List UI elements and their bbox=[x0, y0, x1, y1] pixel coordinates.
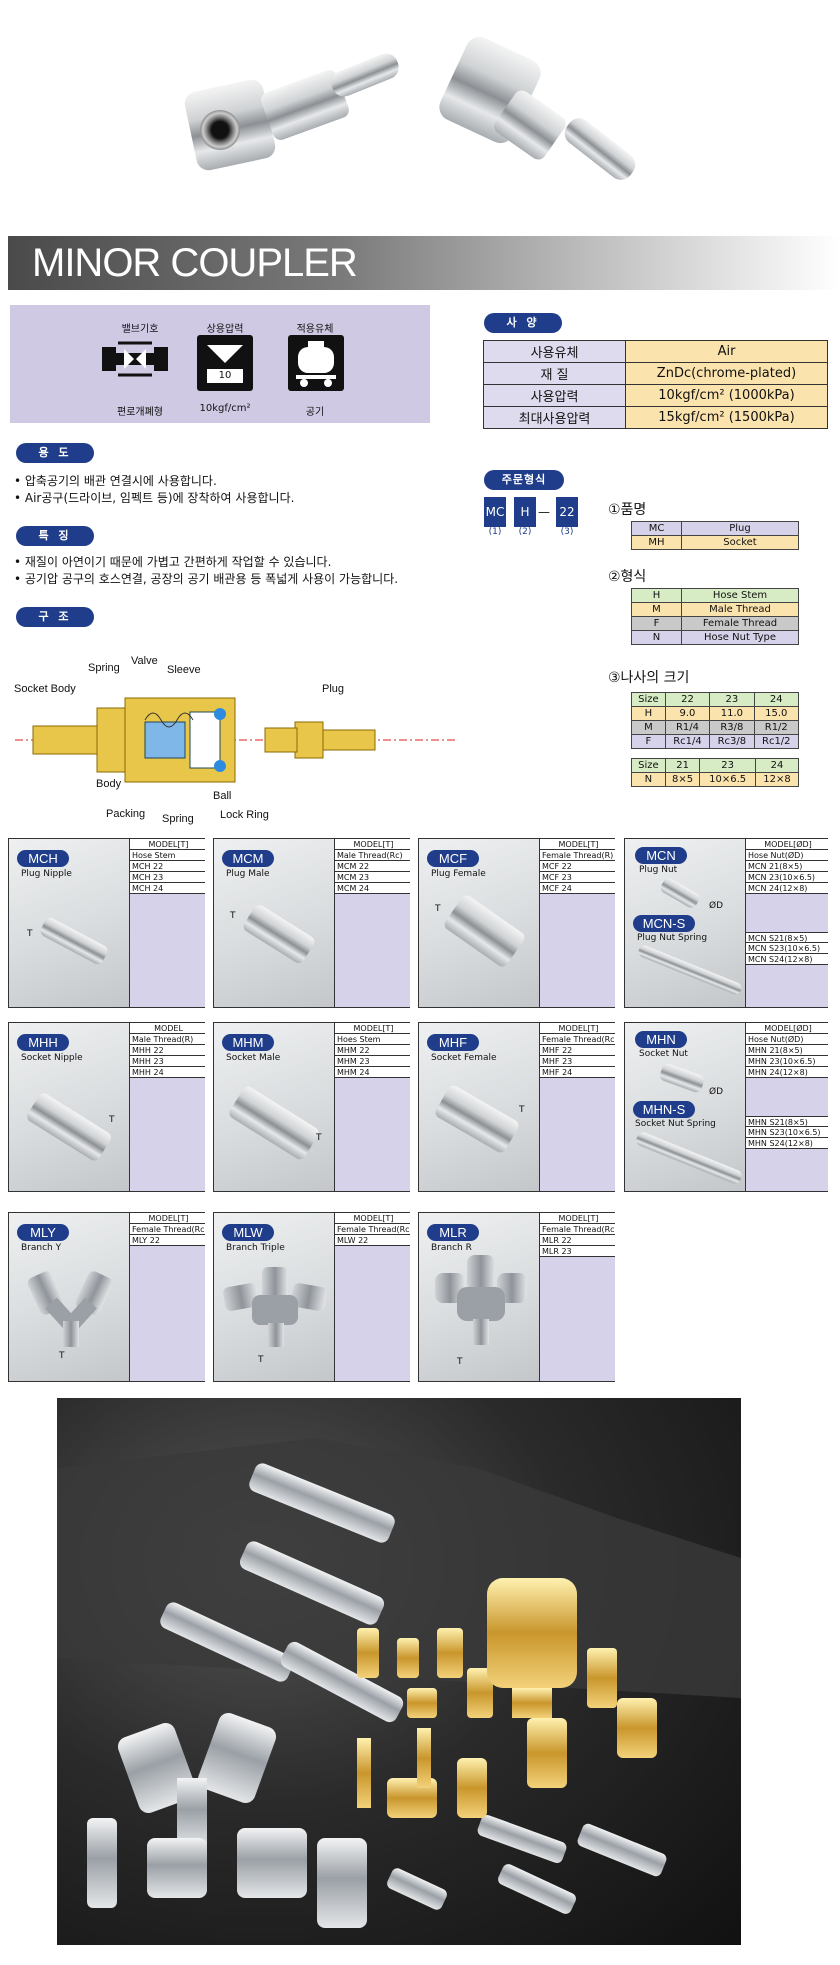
thread-size-title: ③나사의 크기 bbox=[608, 670, 690, 686]
features-heading: 특 징 bbox=[16, 526, 94, 546]
order-box: MC bbox=[484, 497, 506, 527]
shape-title: ②형식 bbox=[608, 569, 647, 585]
order-dash: — bbox=[538, 505, 550, 519]
hose-stem-image bbox=[327, 49, 403, 101]
order-box: 22 bbox=[556, 497, 578, 527]
usage-line: • 압축공기의 배관 연결시에 사용합니다. bbox=[14, 474, 217, 488]
branch-triple-image bbox=[223, 1267, 327, 1347]
feature-line: • 재질이 아연이기 때문에 가볍고 간편하게 작업할 수 있습니다. bbox=[14, 555, 332, 569]
icon-top-label: 적용유체 bbox=[296, 324, 334, 335]
structure-diagram bbox=[15, 650, 455, 830]
coupler-group-brass bbox=[357, 1578, 657, 1818]
product-card-mcn[interactable]: MCN Plug Nut ØD MCN-S Plug Nut Spring MO… bbox=[624, 838, 828, 1008]
usage-heading: 용 도 bbox=[16, 443, 94, 463]
product-card-mcf[interactable]: T MCF Plug Female MODEL[T] Female Thread… bbox=[418, 838, 615, 1008]
icon-top-label: 밸브기호 bbox=[121, 324, 159, 335]
title-banner bbox=[8, 236, 840, 290]
symbol-panel: 밸브기호 편로개폐형 상용압력 10 10kgf/cm² 적용유체 공기 bbox=[10, 305, 430, 423]
order-index: (1) bbox=[488, 527, 502, 537]
label-body: Body bbox=[96, 778, 122, 790]
icon-bottom-label: 10kgf/cm² bbox=[199, 403, 251, 414]
label-valve: Valve bbox=[131, 655, 158, 667]
product-card-mlw[interactable]: T MLW Branch Triple MODEL[T] Female Thre… bbox=[213, 1212, 410, 1382]
product-card-mch[interactable]: T MCH Plug Nipple MODEL[T] Hose Stem MCH… bbox=[8, 838, 205, 1008]
valve-symbol-icon bbox=[100, 335, 170, 383]
socket-mouth-image bbox=[200, 110, 240, 150]
order-index: (2) bbox=[518, 527, 532, 537]
icon-top-label: 상용압력 bbox=[206, 324, 244, 335]
product-card-mhf[interactable]: T MHF Socket Female MODEL[T] Female Thre… bbox=[418, 1022, 615, 1192]
branch-y-image bbox=[27, 1271, 113, 1347]
branch-r-image bbox=[435, 1255, 527, 1345]
air-compressor-icon bbox=[288, 335, 344, 391]
product-card-mhh[interactable]: T MHH Socket Nipple MODEL Male Thread(R)… bbox=[8, 1022, 205, 1192]
usage-line: • Air공구(드라이브, 임펙트 등)에 장착하여 사용합니다. bbox=[14, 491, 295, 505]
feature-line: • 공기압 공구의 호스연결, 공장의 공기 배관용 등 폭넓게 사용이 가능합… bbox=[14, 572, 399, 586]
order-box: H bbox=[514, 497, 536, 527]
label-sleeve: Sleeve bbox=[167, 664, 201, 676]
pressure-gauge-icon: 10 bbox=[197, 335, 253, 391]
hero-product-photo bbox=[0, 0, 840, 230]
label-spring: Spring bbox=[88, 662, 120, 674]
spec-heading: 사 양 bbox=[484, 313, 562, 333]
pressure-value: 10 bbox=[218, 370, 232, 381]
product-card-mly[interactable]: T MLY Branch Y MODEL[T] Female Thread(Rc… bbox=[8, 1212, 205, 1382]
label-ball: Ball bbox=[213, 790, 232, 802]
product-card-mlr[interactable]: T MLR Branch R MODEL[T] Female Thread(Rc… bbox=[418, 1212, 615, 1382]
page-title: MINOR COUPLER bbox=[32, 241, 358, 285]
order-index: (3) bbox=[560, 527, 574, 537]
label-plug: Plug bbox=[322, 683, 345, 695]
product-card-mhm[interactable]: T MHM Socket Male MODEL[T] Hoes Stem MHM… bbox=[213, 1022, 410, 1192]
label-packing: Packing bbox=[106, 808, 146, 820]
product-collection-photo bbox=[57, 1398, 741, 1945]
icon-bottom-label: 공기 bbox=[305, 407, 325, 418]
order-heading: 주문형식 bbox=[484, 470, 564, 490]
structure-heading: 구 조 도 bbox=[16, 607, 94, 643]
coupler-group-steel bbox=[87, 1463, 667, 1928]
label-socket-body: Socket Body bbox=[14, 683, 76, 695]
label-spring-bottom: Spring bbox=[162, 813, 194, 825]
product-card-mcm[interactable]: T MCM Plug Male MODEL[T] Male Thread(Rc)… bbox=[213, 838, 410, 1008]
icon-bottom-label: 편로개폐형 bbox=[117, 407, 163, 418]
hose-stem-image-2 bbox=[559, 113, 641, 185]
label-lock-ring: Lock Ring bbox=[220, 809, 269, 821]
product-name-title: ①품명 bbox=[608, 502, 647, 518]
product-card-mhn[interactable]: MHN Socket Nut ØD MHN-S Socket Nut Sprin… bbox=[624, 1022, 828, 1192]
